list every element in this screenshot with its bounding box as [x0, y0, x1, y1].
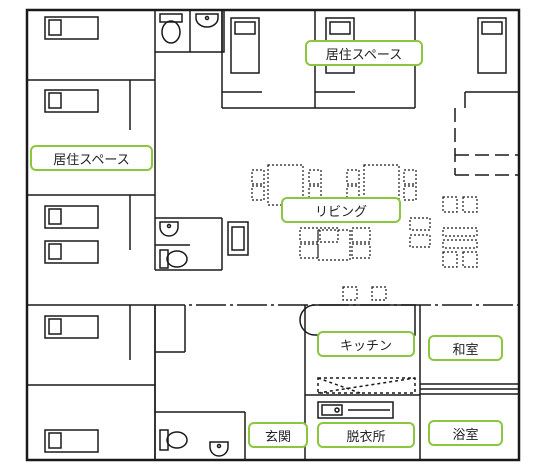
- label-japanese-room: 和室: [428, 335, 503, 361]
- living-furniture: [251, 164, 478, 301]
- toilet-icon: [159, 249, 188, 269]
- bed-icon: [44, 240, 99, 264]
- bed-icon: [44, 315, 99, 339]
- washbasin-icon: [159, 221, 179, 237]
- bed-icon: [44, 429, 99, 453]
- label-kitchen: キッチン: [317, 331, 415, 357]
- label-bathroom: 浴室: [428, 420, 503, 446]
- middle-restroom: [154, 195, 223, 271]
- outer-walls: [25, 8, 521, 462]
- kitchen-counter: [299, 304, 416, 336]
- bed-icon: [44, 205, 99, 229]
- vanity-icon: [317, 401, 394, 419]
- washbasin-icon: [195, 13, 219, 28]
- right-partitions: [454, 108, 519, 176]
- bed-icon: [44, 89, 99, 113]
- label-living-quarters-top: 居住スペース: [305, 40, 423, 66]
- bed-icon: [44, 16, 99, 40]
- right-rooms-walls: [419, 305, 519, 460]
- lower-center-walls: [154, 305, 420, 460]
- bench-icon: [227, 221, 249, 256]
- bed-icon: [230, 17, 260, 74]
- label-living: リビング: [281, 197, 401, 223]
- storage-area: [317, 377, 416, 394]
- bed-icon: [477, 17, 507, 74]
- washbasin-icon: [209, 441, 229, 457]
- label-living-quarters-left: 居住スペース: [30, 145, 153, 171]
- label-dressing-room: 脱衣所: [317, 422, 415, 448]
- label-entrance: 玄関: [248, 422, 308, 448]
- top-restroom: [155, 9, 225, 53]
- left-room-walls: [27, 10, 156, 460]
- toilet-icon: [159, 13, 183, 44]
- toilet-icon: [159, 429, 188, 451]
